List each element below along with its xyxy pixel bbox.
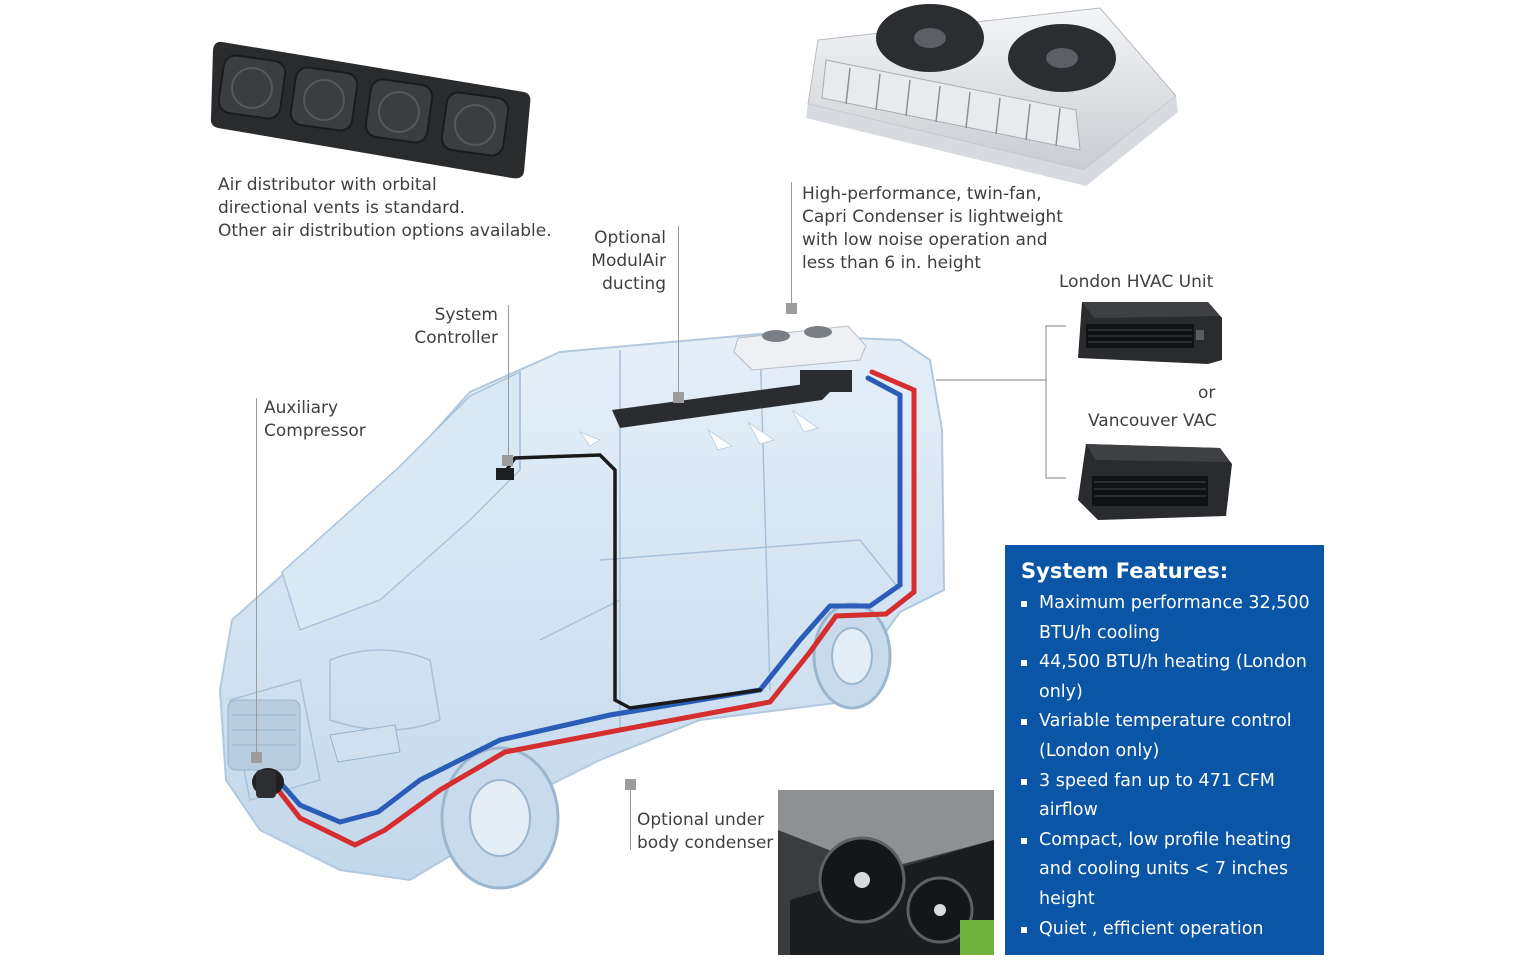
ducting-leader: [678, 226, 679, 396]
compressor-image: [252, 768, 284, 798]
compressor-leader: [256, 398, 257, 754]
front-wheel: [440, 746, 560, 890]
features-list: Maximum performance 32,500 BTU/h cooling…: [1021, 589, 1321, 944]
feature-item: 44,500 BTU/h heating (London only): [1021, 648, 1321, 707]
caption-line: less than 6 in. height: [802, 253, 982, 273]
caption-line: High-performance, twin-fan,: [802, 184, 1042, 204]
underbody-leader: [630, 790, 631, 850]
compressor-caption: Auxiliary Compressor: [264, 397, 366, 443]
caption-line: System: [434, 305, 498, 325]
ducting-marker: [673, 392, 684, 403]
caption-line: Compressor: [264, 421, 366, 441]
caption-line: ducting: [602, 274, 666, 294]
controller-marker: [502, 455, 513, 466]
compressor-marker: [251, 752, 262, 763]
vancouver-vac-caption: Vancouver VAC: [1088, 411, 1217, 431]
air-distributor-caption: Air distributor with orbital directional…: [218, 174, 552, 243]
caption-line: Auxiliary: [264, 398, 339, 418]
condenser-leader: [791, 182, 792, 306]
van-illustration: [218, 325, 946, 890]
caption-line: directional vents is standard.: [218, 198, 466, 218]
condenser-caption: High-performance, twin-fan, Capri Conden…: [802, 183, 1063, 275]
underbody-marker: [625, 779, 636, 790]
london-hvac-image: [1078, 302, 1222, 364]
caption-line: ModulAir: [591, 251, 666, 271]
caption-line: Optional: [594, 228, 666, 248]
refrigerant-lines: [269, 369, 917, 848]
capri-condenser-image: [806, 4, 1178, 186]
london-hvac-caption: London HVAC Unit: [1059, 272, 1214, 292]
caption-line: with low noise operation and: [802, 230, 1048, 250]
caption-line: Other air distribution options available…: [218, 221, 552, 241]
rear-wheel: [812, 602, 892, 710]
hvac-connector: [936, 325, 1066, 479]
feature-item: Quiet , efficient operation: [1021, 915, 1321, 945]
underbody-caption: Optional under body condenser: [637, 809, 773, 855]
controller-image: [496, 468, 514, 480]
feature-item: 3 speed fan up to 471 CFM airflow: [1021, 767, 1321, 826]
feature-item: Compact, low profile heating and cooling…: [1021, 826, 1321, 915]
caption-line: body condenser: [637, 833, 774, 853]
caption-line: Capri Condenser is lightweight: [802, 207, 1063, 227]
controller-caption: System Controller: [398, 304, 498, 350]
condenser-marker: [786, 303, 797, 314]
caption-line: Controller: [414, 328, 498, 348]
caption-line: Optional under: [637, 810, 765, 830]
system-features-box: System Features: Maximum performance 32,…: [1005, 545, 1324, 955]
feature-item: Variable temperature control (London onl…: [1021, 707, 1321, 766]
or-caption: or: [1198, 383, 1216, 403]
underbody-condenser-photo: [778, 790, 994, 955]
air-distributor-image: [210, 41, 531, 179]
ducting-caption: Optional ModulAir ducting: [566, 227, 666, 296]
features-title: System Features:: [1021, 559, 1229, 583]
feature-item: Maximum performance 32,500 BTU/h cooling: [1021, 589, 1321, 648]
controller-leader: [508, 305, 509, 461]
vancouver-vac-image: [1078, 444, 1232, 520]
caption-line: Air distributor with orbital: [218, 175, 437, 195]
